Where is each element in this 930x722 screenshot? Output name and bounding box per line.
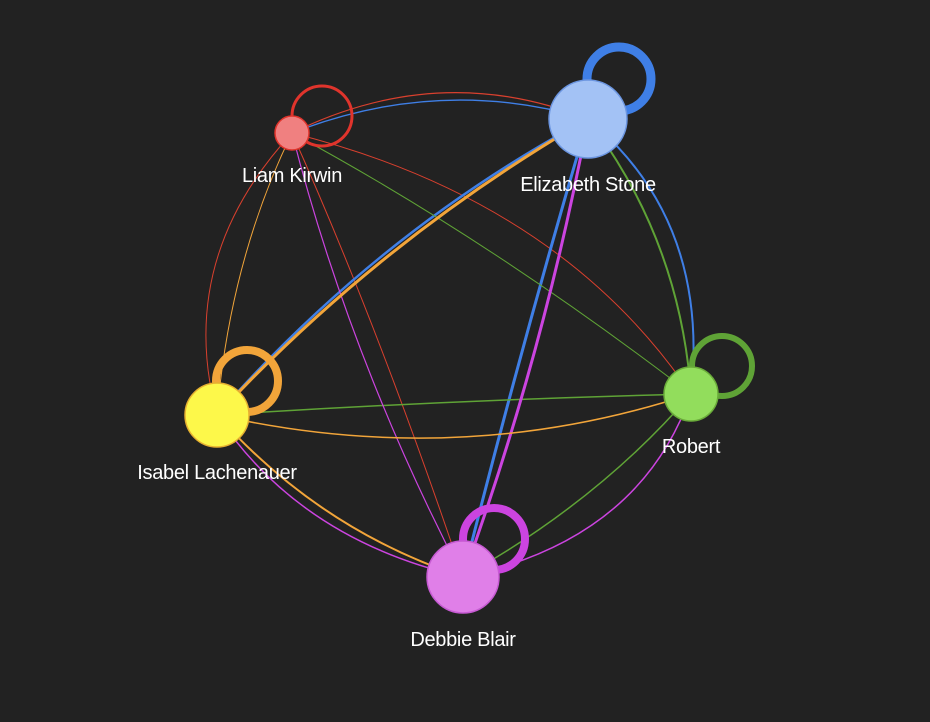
edge-robert-isabel[interactable] bbox=[216, 393, 692, 416]
node-label-liam: Liam Kirwin bbox=[242, 165, 342, 187]
node-layer: Liam Kirwin Elizabeth Stone Robert Debbi… bbox=[137, 79, 721, 651]
node-liam-kirwin[interactable]: Liam Kirwin bbox=[242, 115, 342, 187]
node-debbie-blair[interactable]: Debbie Blair bbox=[410, 540, 517, 651]
node-circle-debbie[interactable] bbox=[426, 540, 500, 614]
edge-debbie-liam[interactable] bbox=[291, 132, 464, 578]
node-elizabeth-stone[interactable]: Elizabeth Stone bbox=[520, 79, 656, 196]
node-isabel-lachenauer[interactable]: Isabel Lachenauer bbox=[137, 382, 298, 484]
edge-robert-elizabeth[interactable] bbox=[587, 118, 692, 395]
edge-debbie-elizabeth[interactable] bbox=[461, 118, 590, 578]
edge-elizabeth-liam[interactable] bbox=[291, 99, 589, 134]
node-label-robert: Robert bbox=[662, 436, 721, 458]
edge-isabel-elizabeth[interactable] bbox=[215, 117, 589, 417]
edge-debbie-robert[interactable] bbox=[462, 393, 692, 578]
edge-robert-debbie[interactable] bbox=[462, 393, 692, 578]
edge-debbie-isabel[interactable] bbox=[216, 414, 464, 578]
node-circle-elizabeth[interactable] bbox=[548, 79, 628, 159]
node-circle-robert[interactable] bbox=[663, 366, 719, 422]
edge-liam-elizabeth[interactable] bbox=[291, 92, 589, 134]
self-loop-robert[interactable] bbox=[689, 333, 755, 399]
edge-liam-debbie[interactable] bbox=[291, 132, 464, 578]
node-circle-isabel[interactable] bbox=[184, 382, 250, 448]
node-label-elizabeth: Elizabeth Stone bbox=[520, 174, 656, 196]
edge-isabel-debbie[interactable] bbox=[216, 414, 464, 578]
node-circle-liam[interactable] bbox=[274, 115, 310, 151]
node-label-isabel: Isabel Lachenauer bbox=[137, 462, 297, 484]
edge-robert-liam[interactable] bbox=[291, 132, 692, 395]
edge-elizabeth-robert[interactable] bbox=[587, 118, 695, 395]
edge-liam-robert[interactable] bbox=[291, 132, 692, 395]
node-robert[interactable]: Robert bbox=[662, 366, 721, 458]
edge-liam-isabel[interactable] bbox=[205, 132, 293, 416]
edge-isabel-robert[interactable] bbox=[216, 393, 692, 439]
edge-isabel-liam[interactable] bbox=[216, 132, 293, 416]
node-label-debbie: Debbie Blair bbox=[410, 629, 516, 651]
edge-layer bbox=[205, 92, 695, 578]
edge-elizabeth-isabel[interactable] bbox=[216, 117, 589, 416]
